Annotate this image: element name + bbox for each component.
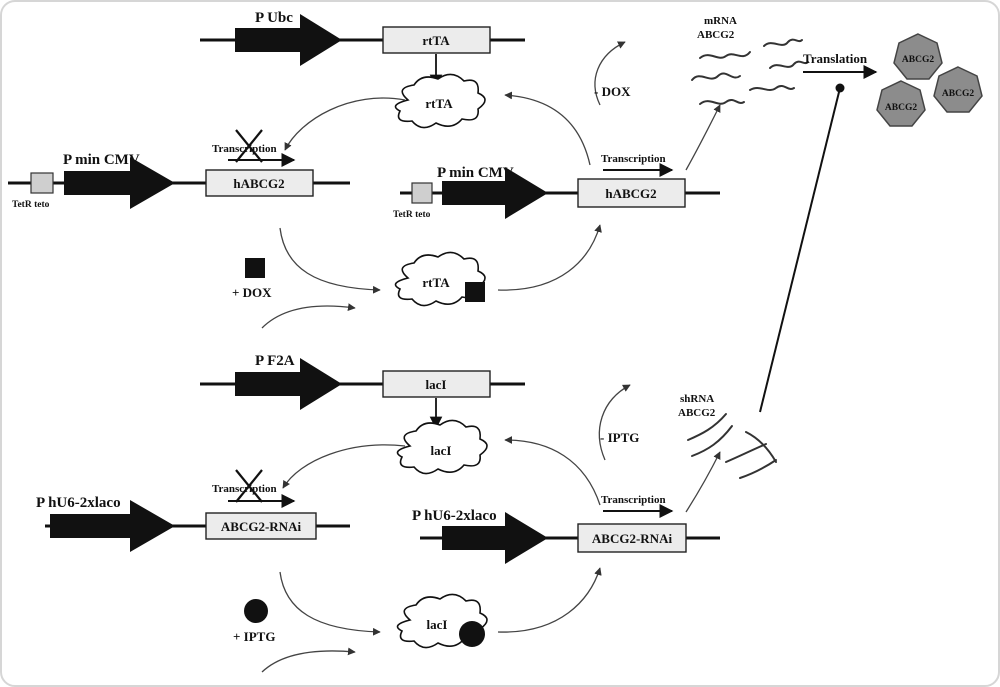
- shrna-label: shRNA: [680, 393, 714, 405]
- p-min-cmv-right-label: P min CMV: [437, 165, 514, 181]
- curve-to-shrna: [685, 451, 721, 513]
- rtta-gene-label: rtTA: [422, 33, 450, 48]
- right-hu6-promoter-arrow: [442, 512, 548, 564]
- habcg2-right-box: [577, 178, 686, 208]
- curve-bound-laci-to-right-gene: [497, 567, 602, 633]
- abcg2-protein-1-label: ABCG2: [902, 55, 934, 65]
- curve-bound-rtta-to-right-gene: [497, 224, 602, 291]
- plus-dox-label: + DOX: [232, 285, 272, 300]
- minus-dox-label: - DOX: [594, 84, 631, 99]
- curve-right-gene-to-rtta: [504, 91, 591, 166]
- curve-minus-dox: [594, 41, 626, 106]
- abcg2-protein-3-label: ABCG2: [942, 89, 974, 99]
- iptg-marker-icon: [244, 599, 268, 623]
- laci-gene-box: [382, 370, 491, 398]
- rtta-protein-bound: rtTA: [394, 251, 486, 307]
- laci-protein-top-label: lacI: [431, 443, 452, 458]
- tetr-teto-box-left: [30, 172, 54, 194]
- abcg2-protein-1: ABCG2: [893, 33, 943, 80]
- mrna-label: mRNA: [704, 15, 737, 27]
- right-cmv-promoter-arrow: [442, 167, 548, 219]
- dox-bound-icon: [465, 282, 485, 302]
- transcription-bottom-label: Transcription: [601, 494, 666, 506]
- abcg2-protein-2: ABCG2: [876, 80, 926, 127]
- laci-protein-top: lacI: [396, 419, 488, 475]
- curve-right-rnai-to-laci: [504, 436, 601, 506]
- p-min-cmv-left-label: P min CMV: [63, 152, 140, 168]
- blocked-cross-top-icon: [235, 129, 263, 163]
- blocked-cross-bottom-icon: [235, 469, 263, 503]
- abcg2-rnai-left-label: ABCG2-RNAi: [221, 519, 302, 534]
- rtta-protein-top-label: rtTA: [425, 96, 453, 111]
- curve-laci-to-left-gene: [282, 444, 406, 489]
- p-hu6-right-label: P hU6-2xlaco: [412, 508, 497, 524]
- laci-gene-label: lacI: [426, 377, 447, 392]
- shrna-gene-label: ABCG2: [678, 407, 716, 419]
- p-ubc-construct: P Ubc rtTA: [200, 10, 525, 66]
- curve-iptg-in: [261, 647, 356, 673]
- abcg2-rnai-right-box: [577, 523, 687, 553]
- abcg2-rnai-right-label: ABCG2-RNAi: [592, 531, 673, 546]
- curve-minus-iptg: [598, 384, 631, 461]
- tetr-teto-right-label: TetR teto: [393, 210, 431, 220]
- p-f2a-promoter-arrow: [235, 358, 342, 410]
- tetr-teto-box-right: [411, 182, 433, 204]
- dox-marker-icon: [245, 258, 265, 278]
- iptg-bound-icon: [459, 621, 485, 647]
- habcg2-left-box: [205, 169, 314, 197]
- translation-label: Translation: [803, 51, 868, 66]
- plus-iptg-label: + IPTG: [233, 629, 275, 644]
- p-f2a-construct: P F2A lacI: [200, 353, 525, 410]
- p-ubc-label: P Ubc: [255, 10, 293, 26]
- habcg2-left-label: hABCG2: [233, 176, 284, 191]
- tetr-teto-left-label: TetR teto: [12, 200, 50, 210]
- left-hu6-promoter-arrow: [50, 500, 175, 552]
- right-hu6-construct: P hU6-2xlaco ABCG2-RNAi Transcription: [412, 494, 720, 564]
- curve-to-mrna: [685, 104, 721, 171]
- inhibition-end-dot: [835, 83, 845, 93]
- curve-rtta-to-left-gene: [284, 97, 406, 151]
- left-cmv-promoter-arrow: [64, 157, 175, 209]
- transcription-top-label: Transcription: [601, 153, 666, 165]
- shrna-inhibition-line: [759, 87, 841, 413]
- laci-protein-bound: lacI: [396, 593, 488, 649]
- abcg2-rnai-left-box: [205, 512, 317, 540]
- p-ubc-promoter-arrow: [235, 14, 342, 66]
- curve-dox-in: [261, 303, 356, 329]
- mrna-strands: [691, 38, 809, 105]
- minus-iptg-label: - IPTG: [600, 430, 639, 445]
- curve-left-rnai-to-bound-laci: [279, 571, 381, 636]
- curve-left-gene-to-bound-rtta: [279, 227, 381, 294]
- left-cmv-construct: TetR teto P min CMV hABCG2 Transcription: [8, 129, 350, 210]
- right-cmv-construct: TetR teto P min CMV hABCG2 Transcription: [393, 153, 720, 220]
- rtta-gene-box: [382, 26, 491, 54]
- habcg2-right-label: hABCG2: [605, 186, 656, 201]
- abcg2-protein-2-label: ABCG2: [885, 103, 917, 113]
- transcription-blocked-bottom-label: Transcription: [212, 483, 277, 495]
- p-hu6-left-label: P hU6-2xlaco: [36, 495, 121, 511]
- laci-protein-bound-label: lacI: [427, 617, 448, 632]
- abcg2-protein-3: ABCG2: [933, 66, 983, 113]
- shrna-strands: [687, 413, 777, 479]
- left-hu6-construct: P hU6-2xlaco ABCG2-RNAi Transcription: [36, 469, 350, 552]
- p-f2a-label: P F2A: [255, 353, 295, 369]
- transcription-blocked-top-label: Transcription: [212, 143, 277, 155]
- rtta-protein-top: rtTA: [394, 73, 486, 129]
- rtta-protein-bound-label: rtTA: [422, 275, 450, 290]
- mrna-gene-label: ABCG2: [697, 29, 735, 41]
